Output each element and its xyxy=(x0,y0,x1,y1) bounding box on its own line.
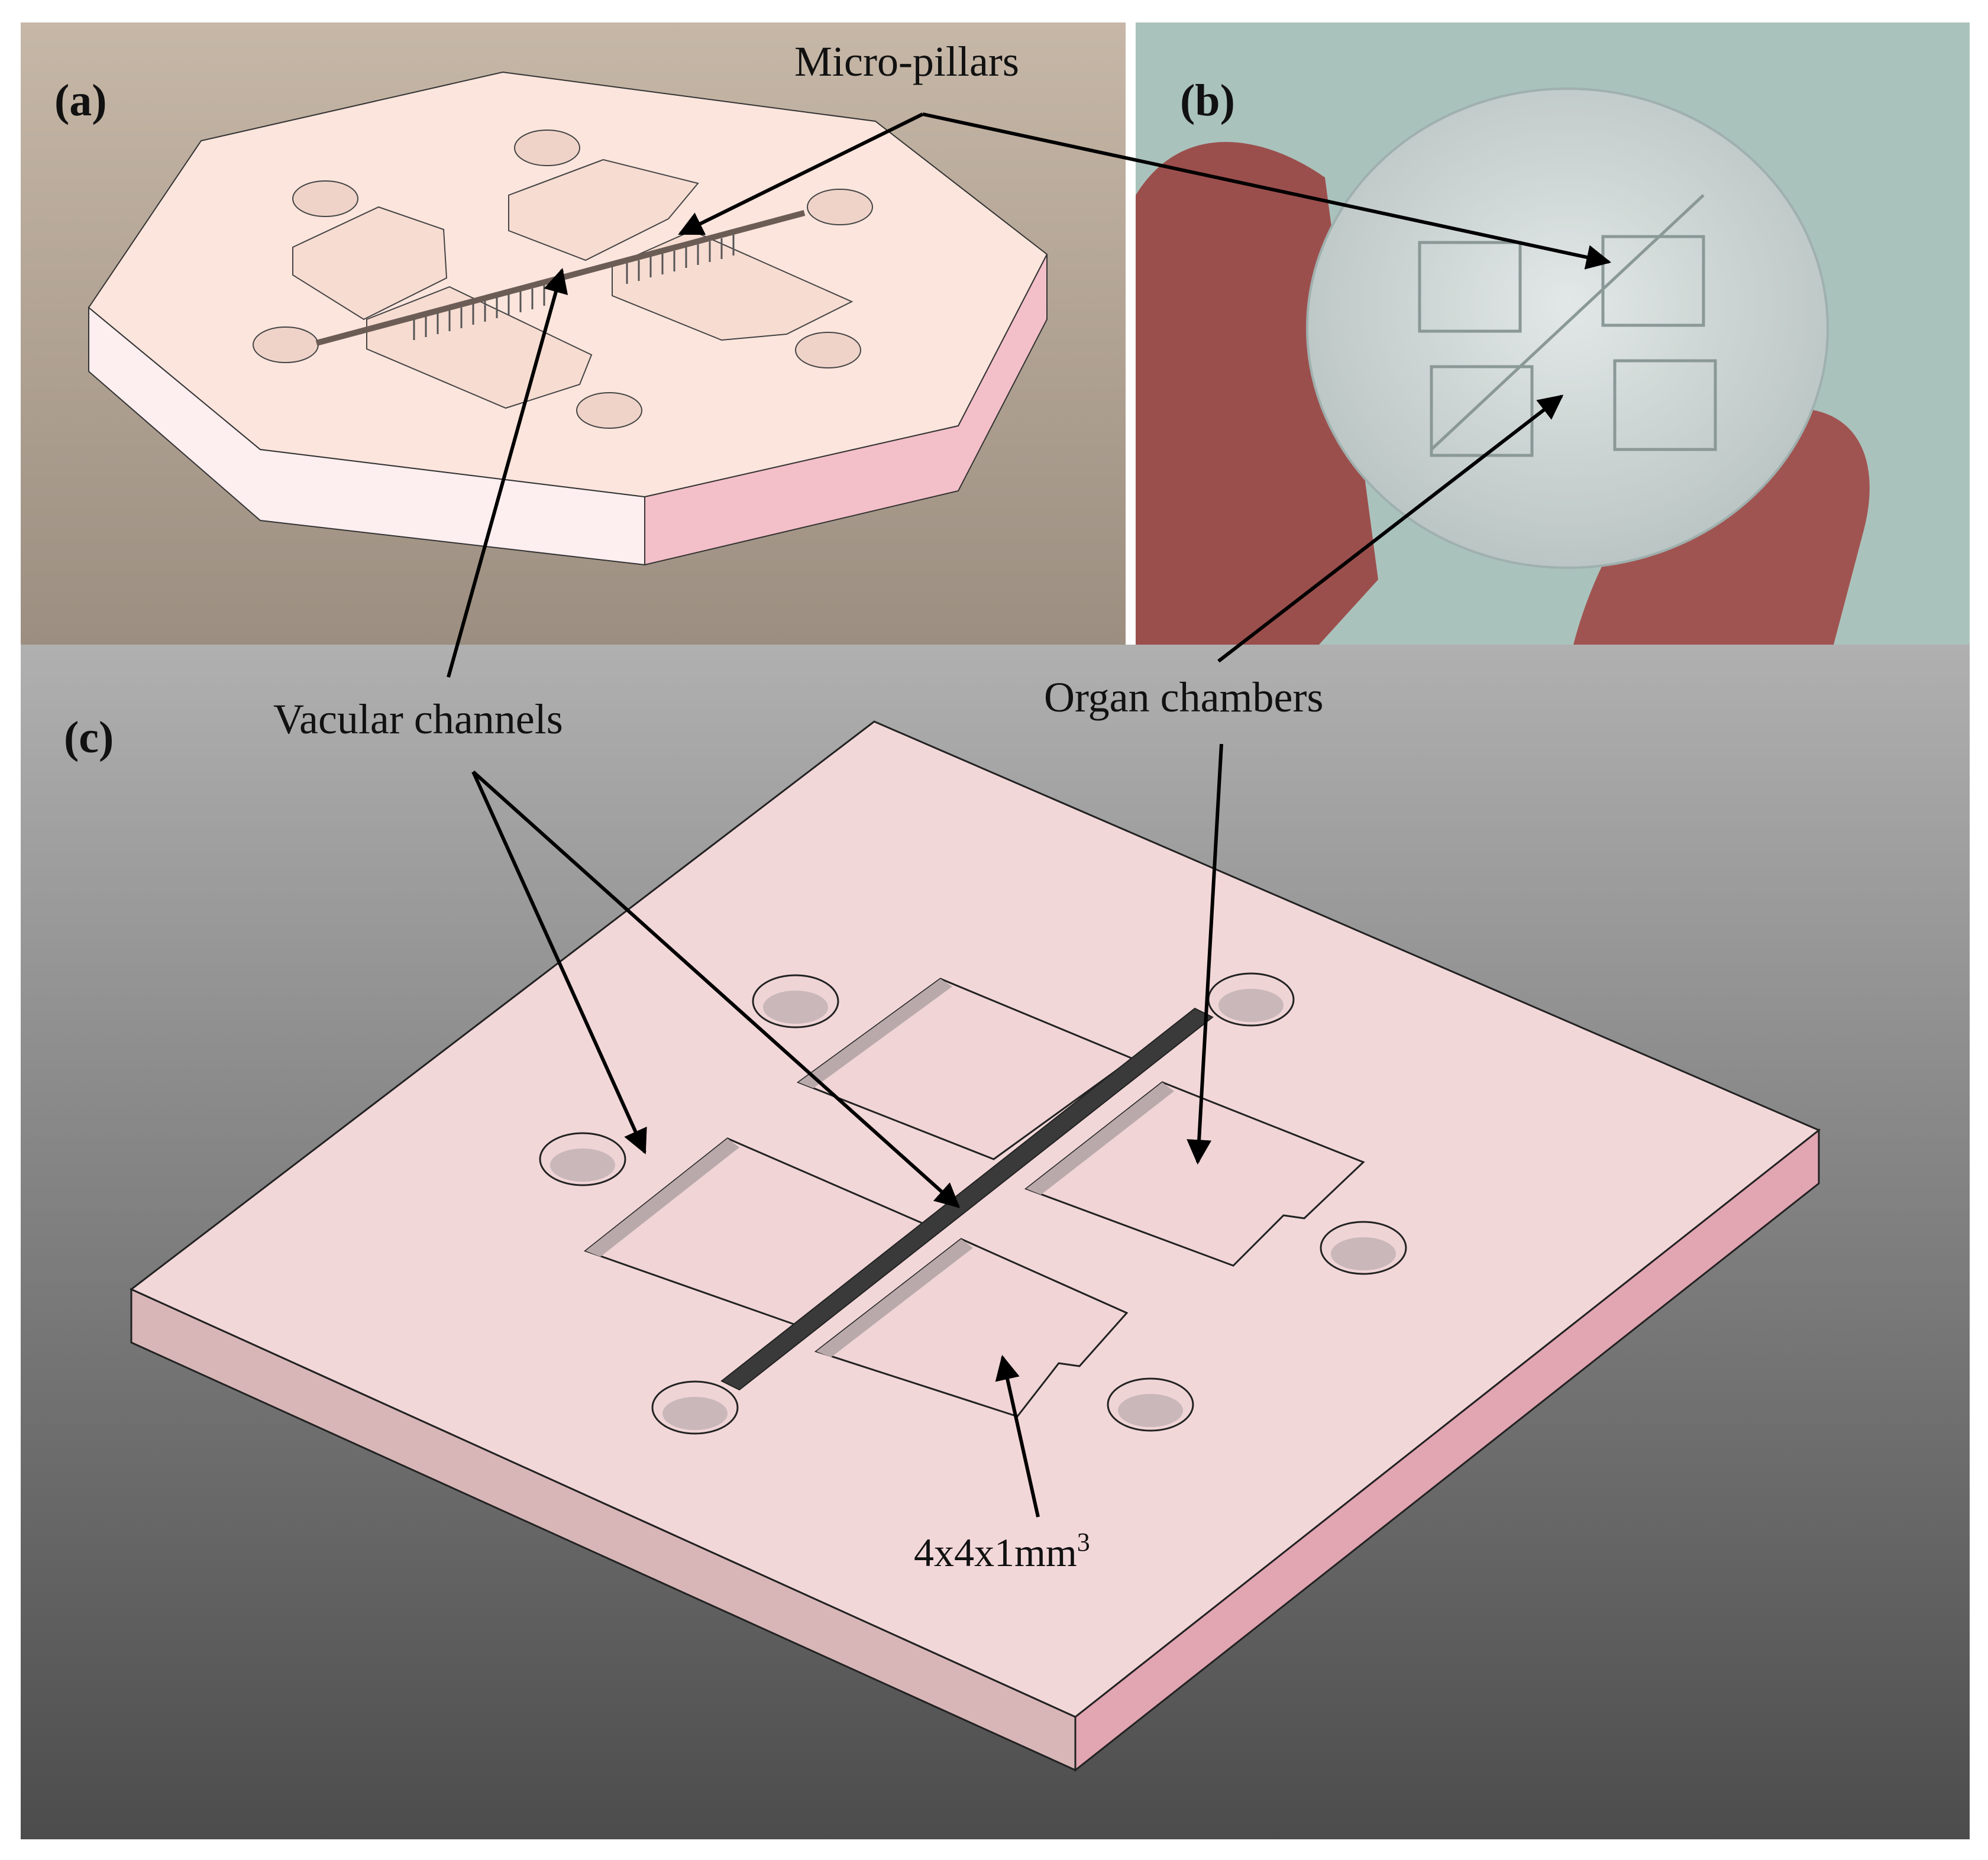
arrow-vascular-a xyxy=(447,267,568,678)
panel-c: (c) xyxy=(21,645,1970,1839)
panel-a-well xyxy=(807,189,873,225)
well-floor xyxy=(1218,989,1284,1022)
disc-chamber xyxy=(1613,359,1717,451)
arrow-chamber-size xyxy=(995,1354,1040,1518)
chamber-wall xyxy=(816,1239,973,1357)
annotation-arrows xyxy=(447,112,1612,1518)
chamber-size-sup: 3 xyxy=(1077,1528,1090,1557)
panel-c-label: (c) xyxy=(64,713,114,762)
panel-a-chamber xyxy=(508,158,699,261)
well-floor xyxy=(662,1397,728,1430)
panel-a-well xyxy=(514,130,580,166)
label-micro-pillars: Micro-pillars xyxy=(794,38,1019,85)
chamber-wall xyxy=(586,1138,739,1257)
panel-a-well xyxy=(795,332,861,368)
disc-chamber xyxy=(1430,365,1534,457)
well-floor xyxy=(763,991,828,1024)
arrow-organ-b xyxy=(1217,394,1564,663)
panel-b-label: (b) xyxy=(1180,76,1235,125)
panel-a-well xyxy=(292,180,358,217)
label-organ-chambers: Organ chambers xyxy=(1044,674,1324,721)
panel-a-label: (a) xyxy=(54,76,107,125)
label-vascular-channels: Vacular channels xyxy=(273,696,563,743)
finger-right xyxy=(1573,408,1870,645)
disc xyxy=(1306,88,1829,569)
panel-a-well xyxy=(253,326,319,363)
arrow-organ-c xyxy=(1187,743,1223,1165)
chamber-wall xyxy=(1026,1082,1174,1195)
well-floor xyxy=(1331,1237,1396,1270)
well-floor xyxy=(1118,1394,1183,1427)
disc-chamber xyxy=(1601,235,1705,327)
chamber-wall xyxy=(799,979,952,1088)
chamber-size-value: 4x4x1mm xyxy=(914,1530,1077,1575)
label-chamber-size: 4x4x1mm3 xyxy=(914,1528,1090,1575)
panel-a: (a) xyxy=(21,22,1126,645)
arrow-micro-pillars-b xyxy=(922,112,1612,270)
arrow-micro-pillars-a xyxy=(678,112,924,235)
panel-a-well xyxy=(576,392,642,429)
arrow-vascular-c1 xyxy=(471,771,647,1154)
vascular-channel xyxy=(720,1007,1214,1391)
well-floor xyxy=(550,1149,615,1182)
panel-a-chamber xyxy=(292,206,448,321)
disc-channel xyxy=(1430,194,1705,451)
arrow-vascular-c2 xyxy=(471,770,961,1208)
panel-b: (b) xyxy=(1136,22,1970,645)
disc-chamber xyxy=(1418,241,1522,333)
